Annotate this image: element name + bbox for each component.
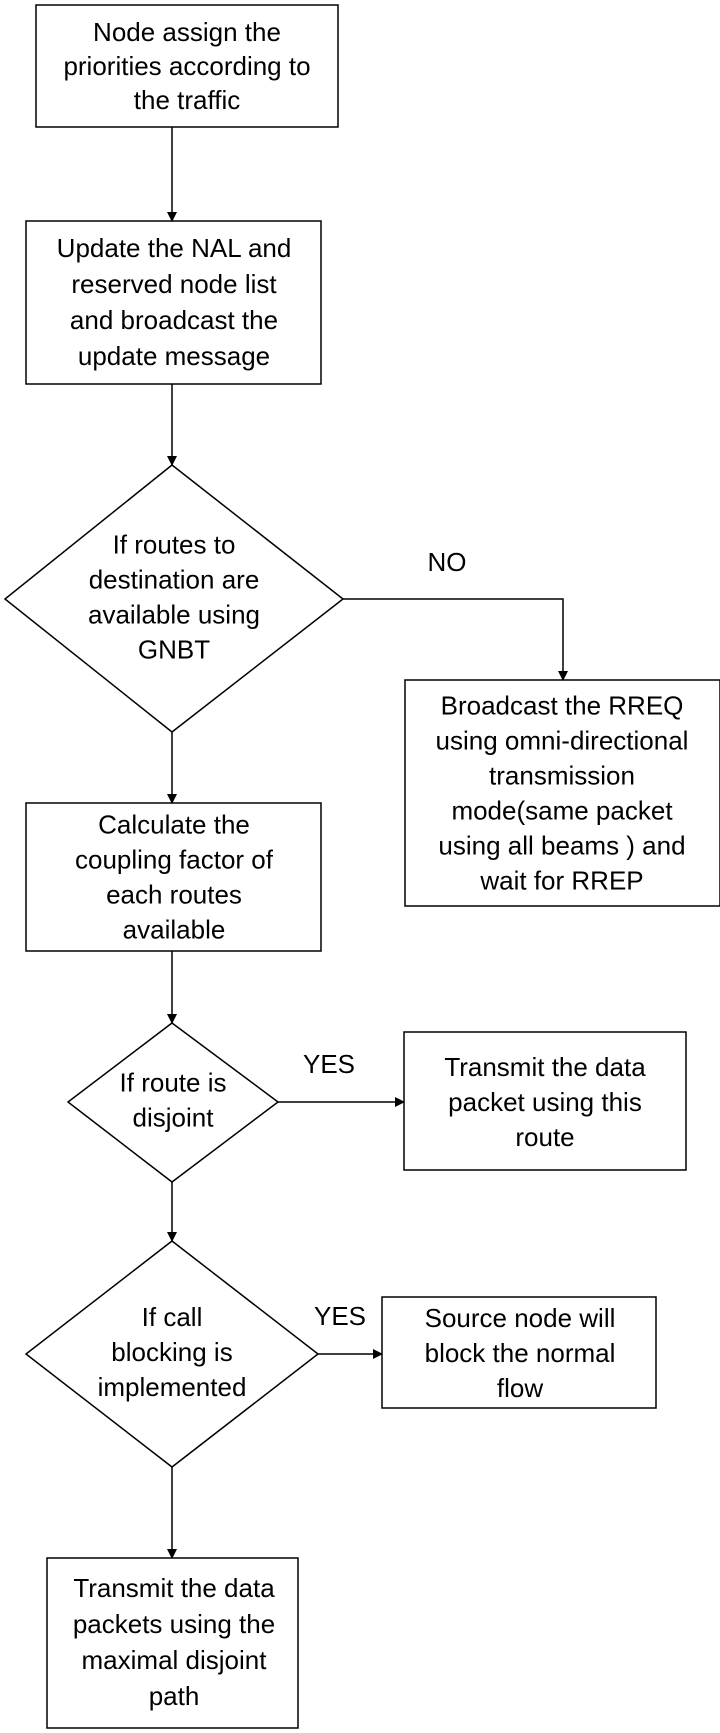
calculate-coupling-line: available xyxy=(123,915,226,945)
edge-label-no: NO xyxy=(428,547,467,577)
transmit-disjoint-line: path xyxy=(149,1681,200,1711)
block-flow-line: block the normal xyxy=(425,1338,616,1368)
assign-priorities-line: priorities according to xyxy=(63,51,310,81)
block-flow-line: Source node will xyxy=(425,1303,616,1333)
transmit-route-line: packet using this xyxy=(448,1087,642,1117)
assign-priorities-line: Node assign the xyxy=(93,17,281,47)
broadcast-rreq-line: transmission xyxy=(489,761,635,791)
node-labels: Node assign the priorities according to th… xyxy=(57,17,689,1711)
arrow-routes-no-to-broadcast xyxy=(343,598,568,681)
broadcast-rreq-line: wait for RREP xyxy=(479,866,643,896)
routes-available-line: GNBT xyxy=(138,635,210,665)
broadcast-rreq-box xyxy=(404,679,720,907)
routes-available-decision xyxy=(3,464,345,733)
assign-priorities-box xyxy=(35,4,339,128)
update-nal-box xyxy=(25,220,322,385)
transmit-route-line: Transmit the data xyxy=(444,1052,646,1082)
transmit-disjoint-label: Transmit the data packets using the maxima… xyxy=(73,1573,275,1711)
update-nal-line: and broadcast the xyxy=(70,305,278,335)
call-blocking-label: If call blocking is implemented xyxy=(98,1302,247,1402)
route-disjoint-line: If route is xyxy=(120,1068,227,1098)
transmit-disjoint-line: maximal disjoint xyxy=(82,1645,268,1675)
assign-priorities-label: Node assign the priorities according to th… xyxy=(63,17,310,115)
routes-available-line: available using xyxy=(88,600,260,630)
transmit-route-line: route xyxy=(515,1122,574,1152)
edge-labels: NO YES YES xyxy=(303,547,467,1331)
calculate-coupling-line: each routes xyxy=(106,880,242,910)
edge-label-yes-blocking: YES xyxy=(314,1301,366,1331)
routes-available-label: If routes to destination are available usi… xyxy=(88,530,260,665)
call-blocking-line: implemented xyxy=(98,1372,247,1402)
transmit-route-label: Transmit the data packet using this route xyxy=(444,1052,646,1152)
broadcast-rreq-line: mode(same packet xyxy=(451,796,673,826)
broadcast-rreq-line: Broadcast the RREQ xyxy=(441,691,684,721)
update-nal-line: reserved node list xyxy=(71,269,277,299)
update-nal-label: Update the NAL and reserved node list and … xyxy=(57,233,292,371)
transmit-disjoint-line: Transmit the data xyxy=(73,1573,275,1603)
calculate-coupling-line: Calculate the xyxy=(98,810,250,840)
call-blocking-line: blocking is xyxy=(111,1337,232,1367)
shapes xyxy=(3,4,720,1729)
calculate-coupling-label: Calculate the coupling factor of each rout… xyxy=(75,810,274,945)
connectors xyxy=(167,127,568,1559)
transmit-disjoint-line: packets using the xyxy=(73,1609,275,1639)
broadcast-rreq-line: using omni-directional xyxy=(436,726,689,756)
route-disjoint-decision xyxy=(66,1022,280,1183)
update-nal-line: Update the NAL and xyxy=(57,233,292,263)
transmit-route-box xyxy=(403,1031,687,1171)
edge-label-yes-disjoint: YES xyxy=(303,1049,355,1079)
calculate-coupling-box xyxy=(25,802,322,952)
block-flow-label: Source node will block the normal flow xyxy=(425,1303,616,1403)
assign-priorities-line: the traffic xyxy=(134,85,240,115)
route-disjoint-label: If route is disjoint xyxy=(120,1068,227,1133)
routes-available-line: destination are xyxy=(89,565,260,595)
block-flow-box xyxy=(381,1296,657,1409)
call-blocking-decision xyxy=(24,1240,320,1468)
block-flow-line: flow xyxy=(497,1373,543,1403)
calculate-coupling-line: coupling factor of xyxy=(75,845,274,875)
update-nal-line: update message xyxy=(78,341,270,371)
route-disjoint-line: disjoint xyxy=(133,1103,215,1133)
broadcast-rreq-line: using all beams ) and xyxy=(438,831,685,861)
transmit-disjoint-box xyxy=(46,1557,299,1729)
call-blocking-line: If call xyxy=(142,1302,203,1332)
broadcast-rreq-label: Broadcast the RREQ using omni-directional… xyxy=(436,691,689,896)
routes-available-line: If routes to xyxy=(113,530,236,560)
